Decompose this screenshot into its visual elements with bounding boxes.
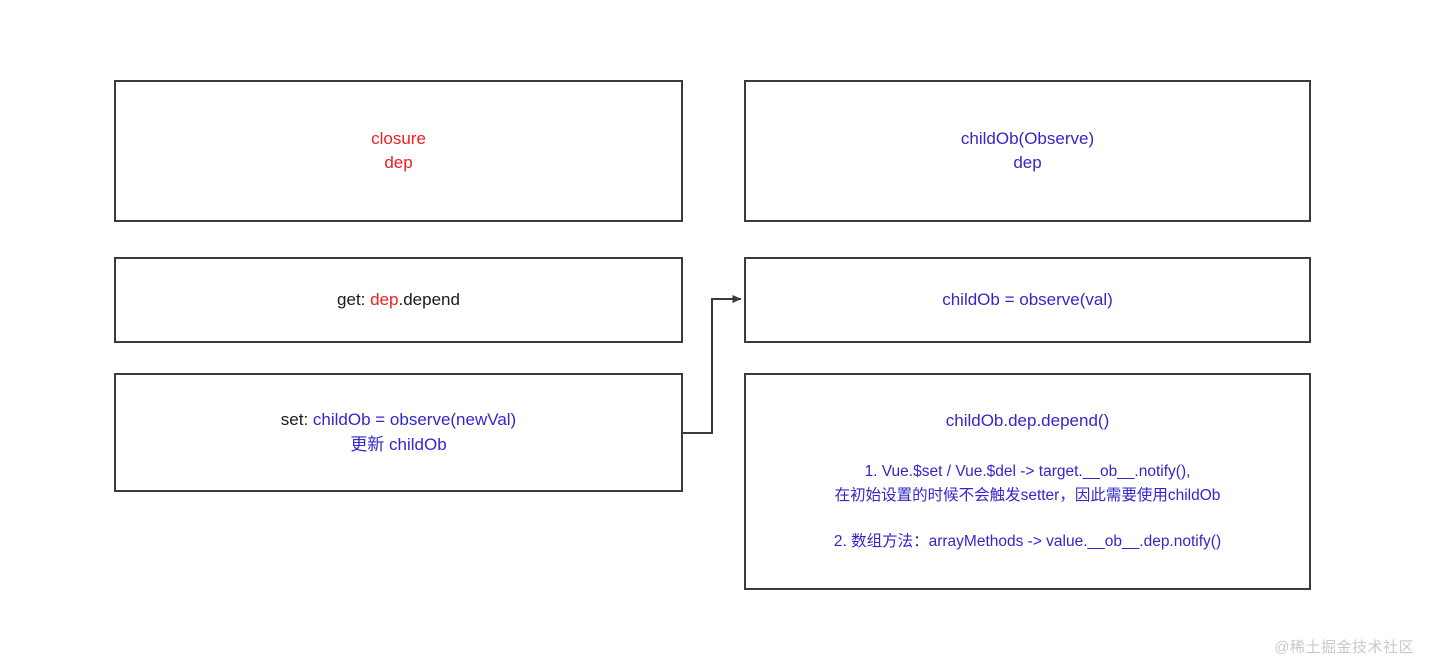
child-depend-note-1-line-1: 1. Vue.$set / Vue.$del -> target.__ob__.… <box>864 462 1191 480</box>
child-depend-headline: childOb.dep.depend() <box>945 411 1110 431</box>
setter-expression: set: childOb = observe(newVal) <box>281 408 516 432</box>
node-getter: get: dep.depend <box>114 257 683 343</box>
getter-expression: get: dep.depend <box>337 288 460 312</box>
node-child-depend: childOb.dep.depend() 1. Vue.$set / Vue.$… <box>744 373 1311 590</box>
child-assign-expression: childOb = observe(val) <box>942 289 1113 309</box>
connector-path <box>683 295 742 434</box>
child-depend-note-2: 2. 数组方法：arrayMethods -> value.__ob__.dep… <box>833 532 1222 550</box>
child-observer-label: childOb(Observe) <box>960 128 1095 148</box>
setter-prefix: set: <box>280 410 313 430</box>
node-child-assign: childOb = observe(val) <box>744 257 1311 343</box>
child-observer-dep-label: dep <box>1013 153 1042 172</box>
node-closure-dep: closure dep <box>114 80 683 222</box>
node-child-observer: childOb(Observe) dep <box>744 80 1311 222</box>
node-setter: set: childOb = observe(newVal) 更新 childO… <box>114 373 683 492</box>
child-depend-note-1: 1. Vue.$set / Vue.$del -> target.__ob__.… <box>835 460 1221 508</box>
closure-label: closure <box>371 128 426 148</box>
child-depend-note-1-line-2: 在初始设置的时候不会触发setter，因此需要使用childOb <box>834 486 1221 504</box>
setter-update-text: 更新 childOb <box>350 434 447 454</box>
getter-prefix: get: <box>337 289 371 309</box>
closure-dep-label: dep <box>384 153 413 172</box>
watermark-label: @稀土掘金技术社区 <box>1274 639 1414 656</box>
setter-assign-text: childOb = observe(newVal) <box>312 410 517 430</box>
getter-suffix: .depend <box>398 289 460 309</box>
getter-dep-highlight: dep <box>370 289 399 309</box>
